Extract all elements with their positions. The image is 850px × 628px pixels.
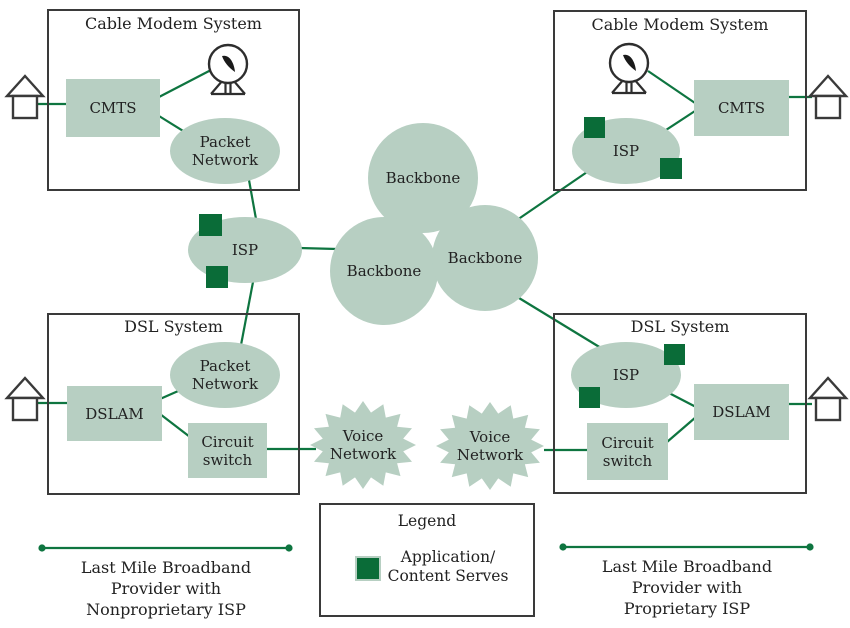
caption-proprietary-isp: Last Mile Broadband Provider with Propri… [601, 557, 773, 618]
backbone-node-right: Backbone [432, 205, 538, 311]
app-content-server-square [664, 344, 685, 365]
backbone-label-left: Backbone [346, 262, 422, 280]
dslam-label-right: DSLAM [712, 403, 771, 421]
connector-line [298, 246, 338, 251]
cmts-label-right: CMTS [717, 99, 766, 117]
circuit-switch-label-right: Circuit switch [601, 433, 654, 470]
dslam-node-right: DSLAM [694, 384, 789, 440]
home-icon-top-left [5, 74, 45, 120]
connector-line [668, 392, 697, 408]
legend-box [319, 503, 535, 617]
caption-bracket-left [38, 544, 293, 552]
home-icon-bottom-left [5, 376, 45, 422]
cable-modem-system-box-left [47, 9, 300, 191]
backbone-label-right: Backbone [447, 249, 523, 267]
connector-line [647, 70, 696, 104]
packet-network-label-cable-left: Packet Network [191, 133, 259, 169]
connector-line [516, 169, 591, 221]
dslam-label-left: DSLAM [85, 404, 144, 423]
home-icon-top-right [808, 74, 848, 120]
app-content-server-square [579, 387, 600, 408]
cable-modem-system-box-right [553, 10, 807, 191]
isp-label-dsl-right: ISP [612, 366, 640, 384]
voice-network-star-right [436, 402, 544, 490]
voice-network-label-left: Voice Network [329, 427, 397, 463]
isp-label-cable-right: ISP [612, 142, 640, 160]
backbone-node-top: Backbone [368, 123, 478, 233]
connector-line [159, 413, 191, 438]
box-title-dsl-right: DSL System [630, 317, 730, 336]
legend-item-label: Application/ Content Serves [387, 548, 509, 586]
backbone-node-left: Backbone [330, 217, 438, 325]
backbone-label-top: Backbone [385, 169, 461, 187]
connector-line [666, 416, 697, 443]
connector-line [665, 110, 696, 131]
circuit-switch-label-left: Circuit switch [201, 432, 254, 469]
dsl-system-box-right [553, 313, 807, 494]
caption-nonproprietary-isp: Last Mile Broadband Provider with Nonpro… [80, 558, 252, 619]
app-content-server-square [584, 117, 605, 138]
cmts-node-right: CMTS [694, 80, 789, 136]
home-icon-bottom-right [808, 376, 848, 422]
box-title-cable-left: Cable Modem System [85, 14, 262, 33]
legend-app-content-server-square [355, 556, 381, 581]
dslam-node-left: DSLAM [67, 386, 162, 441]
connector-line [247, 179, 258, 220]
app-content-server-square [660, 158, 682, 179]
cmts-node-left: CMTS [66, 79, 160, 137]
packet-network-node-cable-left: Packet Network [170, 118, 280, 184]
connector-line [158, 69, 212, 98]
dsl-system-box-left [47, 313, 300, 495]
circuit-switch-node-right: Circuit switch [587, 423, 668, 480]
isp-label-core: ISP [231, 241, 259, 259]
packet-network-label-dsl-left: Packet Network [191, 357, 259, 393]
voice-network-label-right: Voice Network [456, 428, 524, 464]
voice-network-star-left [310, 401, 416, 489]
legend-title: Legend [397, 512, 457, 530]
caption-bracket-right [559, 543, 814, 551]
circuit-switch-node-left: Circuit switch [188, 423, 267, 478]
box-title-cable-right: Cable Modem System [591, 15, 769, 34]
connector-line [518, 297, 602, 349]
app-content-server-square [199, 214, 222, 236]
cmts-label-left: CMTS [89, 99, 137, 117]
box-title-dsl-left: DSL System [124, 317, 223, 336]
packet-network-node-dsl-left: Packet Network [170, 342, 280, 408]
app-content-server-square [206, 266, 228, 288]
